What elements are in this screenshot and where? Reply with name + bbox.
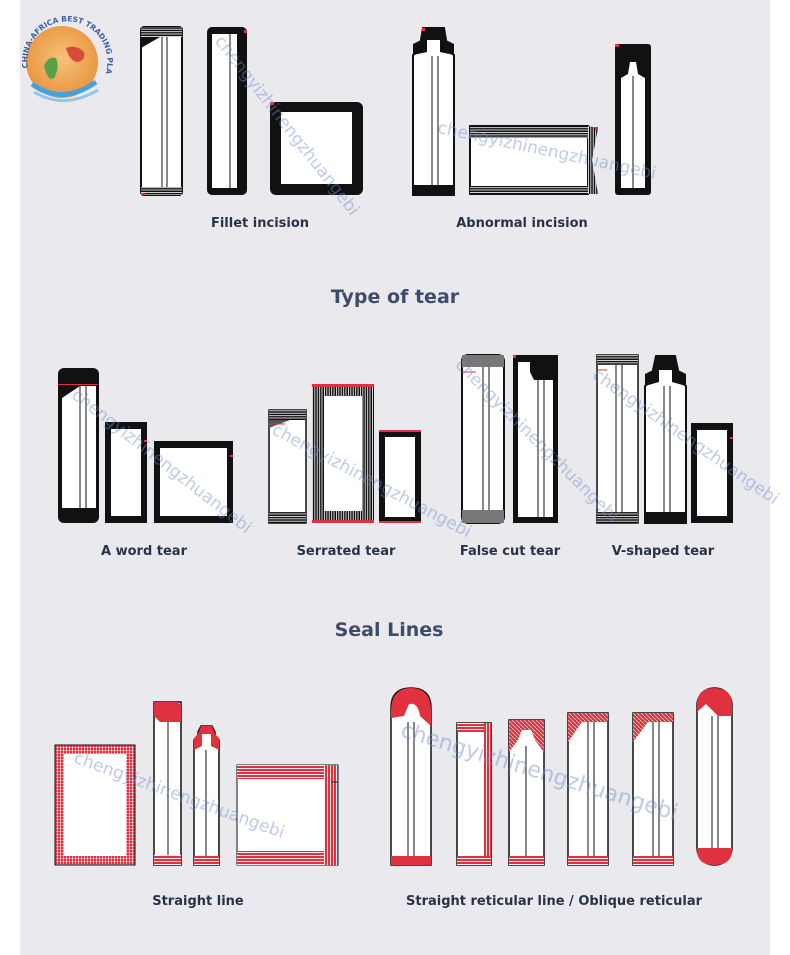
reticular-pouch-hook [390,687,432,866]
straight-line-pouch-frame [54,744,136,866]
china-africa-logo: CHINA-AFRICA BEST TRADING PLATFORM [14,6,115,102]
caption-false-cut-tear: False cut tear [459,544,561,559]
serrated-tear-pouch-right [379,430,421,523]
section-title-seal-lines: Seal Lines [334,619,444,641]
false-cut-tear-pouch-left [461,354,505,524]
v-shaped-tear-pouch-left [596,354,639,524]
caption-v-shaped-tear: V-shaped tear [611,544,715,559]
false-cut-tear-pouch-right [513,355,558,523]
abnormal-incision-pouch-spout [412,27,455,196]
v-shaped-tear-pouch-right [691,423,733,523]
caption-fillet-incision: Fillet incision [210,216,310,231]
caption-reticular-line: Straight reticular line / Oblique reticu… [406,894,702,909]
caption-serrated-tear: Serrated tear [296,544,396,559]
v-shaped-tear-pouch-spout [644,355,687,524]
word-tear-pouch-tall [58,368,99,523]
straight-line-pouch-spout [193,725,220,866]
serrated-tear-pouch-left [268,409,307,524]
serrated-tear-pouch-center [312,384,374,523]
reticular-pouch-oblique-2 [632,712,674,866]
fillet-incision-pouch-square [270,102,363,195]
reticular-pouch-notched [508,719,545,866]
word-tear-pouch-square [154,441,233,523]
reticular-pouch-oblique [567,712,609,866]
reticular-pouch-rounded [696,687,733,866]
reticular-pouch-straight [456,722,492,866]
caption-abnormal-incision: Abnormal incision [456,216,588,231]
straight-line-pouch-wide [236,764,339,866]
word-tear-pouch-medium [105,422,147,523]
section-title-type-of-tear: Type of tear [330,286,460,308]
fillet-incision-pouch-tall [140,26,183,196]
abnormal-incision-pouch-narrow [615,44,651,195]
caption-straight-line: Straight line [152,894,244,909]
abnormal-incision-pouch-wide [469,125,598,195]
straight-line-pouch-tall [153,701,182,866]
caption-a-word-tear: A word tear [101,544,187,559]
fillet-incision-pouch-border [207,27,247,195]
